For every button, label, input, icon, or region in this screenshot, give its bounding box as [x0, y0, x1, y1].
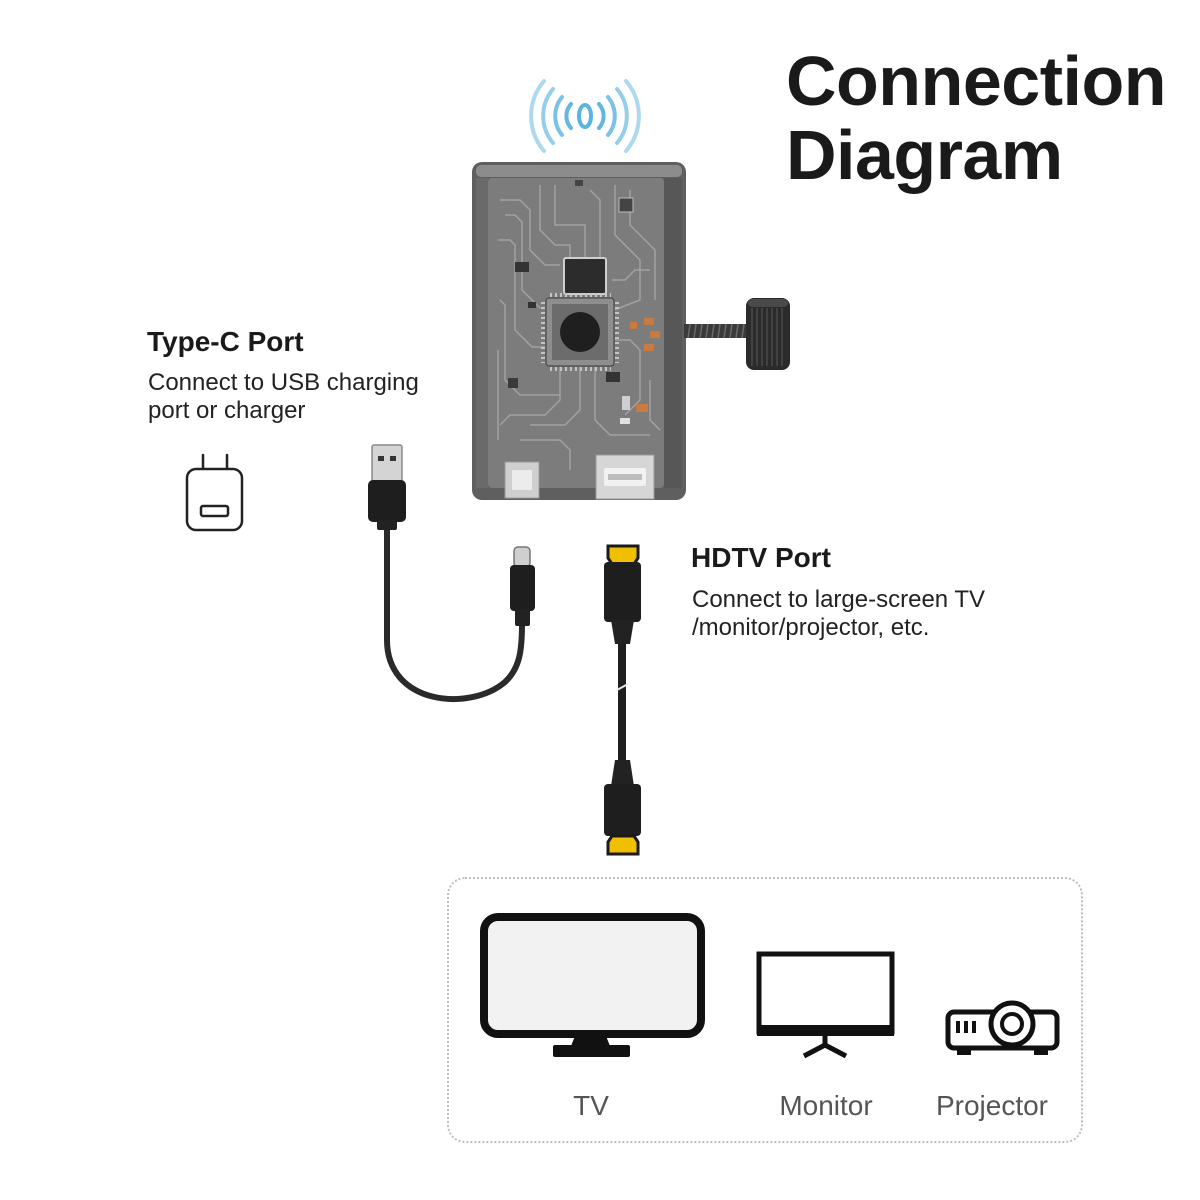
- mounting-knob: [684, 298, 790, 370]
- wireless-signal-icon: [529, 79, 641, 153]
- type-c-desc-line-1: Connect to USB charging: [148, 369, 419, 396]
- projector-label: Projector: [935, 1090, 1049, 1121]
- monitor-icon: [756, 951, 895, 1059]
- monitor-label: Monitor: [779, 1090, 873, 1121]
- hdtv-desc-line-1: Connect to large-screen TV: [692, 586, 986, 613]
- projector-icon: [945, 1000, 1060, 1055]
- type-c-desc-line-2: port or charger: [148, 397, 306, 424]
- type-c-port-description: Connect to USB charging port or charger: [148, 369, 419, 425]
- usb-a-plug: [368, 444, 406, 530]
- wireless-display-adapter: [472, 162, 790, 500]
- page-title: Connection Diagram: [786, 44, 1166, 192]
- usb-c-port: [504, 461, 540, 499]
- hdmi-cable-icon: [604, 544, 641, 856]
- hdmi-plug-bottom: [604, 760, 641, 856]
- pcb-components: [508, 180, 660, 424]
- hdtv-port-description: Connect to large-screen TV /monitor/proj…: [692, 586, 985, 642]
- usb-a-to-type-c-cable-icon: [368, 444, 535, 703]
- hdmi-port: [595, 454, 655, 500]
- type-c-port-heading: Type-C Port: [147, 326, 304, 357]
- pcb-traces: [497, 185, 661, 470]
- hdtv-desc-line-2: /monitor/projector, etc.: [692, 614, 930, 641]
- usb-c-plug: [510, 546, 535, 626]
- title-line-2: Diagram: [786, 116, 1063, 194]
- charger-icon: [185, 453, 244, 532]
- hdmi-plug-top: [604, 544, 641, 644]
- tv-label: TV: [573, 1090, 609, 1121]
- title-line-1: Connection: [786, 42, 1166, 120]
- tv-icon: [480, 913, 705, 1057]
- compatible-displays-panel: [447, 877, 1083, 1143]
- hdtv-port-heading: HDTV Port: [691, 542, 831, 573]
